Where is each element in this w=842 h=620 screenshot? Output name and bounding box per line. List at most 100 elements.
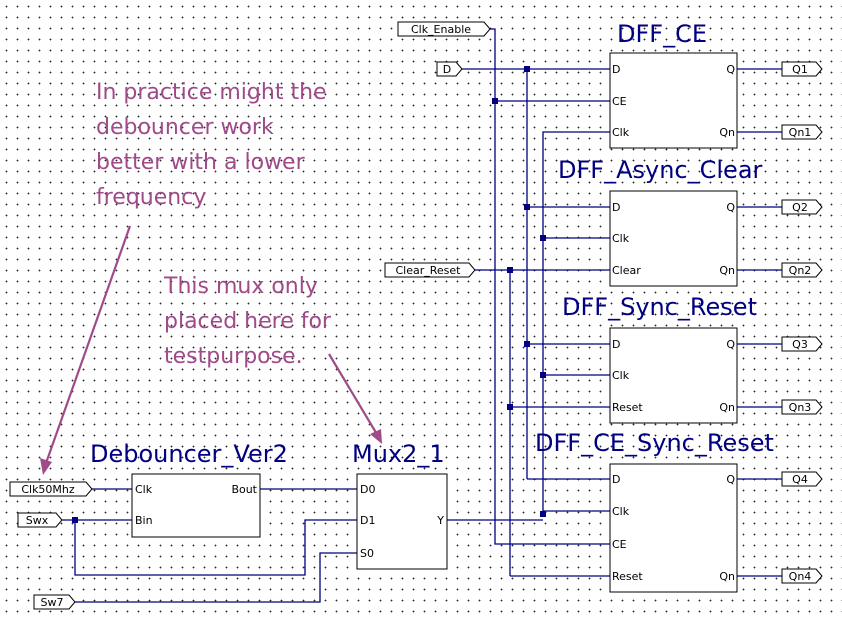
input-port-shape[interactable]: [33, 594, 76, 610]
pin-label: Qn: [719, 264, 735, 277]
output-port-label: Q4: [792, 473, 808, 486]
input-port-shape[interactable]: [384, 262, 476, 278]
block-dff-ce-sync-reset[interactable]: DFF_CE_Sync_Reset D Clk CE Reset Q Qn: [535, 429, 774, 593]
junction-dot: [524, 341, 530, 347]
wire-sw7-to-s0: [75, 552, 357, 603]
junction-dot: [72, 517, 78, 523]
output-port-label: Q3: [792, 338, 808, 351]
input-port-clk50mhz[interactable]: Clk50Mhz: [9, 481, 93, 497]
pin-label: Y: [436, 514, 444, 527]
note-line: placed here for: [164, 309, 332, 334]
arrow-shaft: [328, 353, 379, 437]
input-port-clear-reset[interactable]: Clear_Reset: [384, 262, 476, 278]
output-port-label: Qn3: [789, 401, 812, 414]
output-port-qn2[interactable]: Qn2: [781, 262, 823, 278]
input-port-sw7[interactable]: Sw7: [33, 594, 76, 610]
pin-label: D: [612, 473, 620, 486]
block-mux-body[interactable]: [356, 473, 448, 570]
pin-label: D: [612, 201, 620, 214]
pin-label: Clear: [612, 264, 641, 277]
block-dff-async-clear-title: DFF_Async_Clear: [558, 156, 763, 184]
output-port-shape[interactable]: [781, 199, 823, 215]
output-port-qn4[interactable]: Qn4: [781, 568, 823, 584]
note-line: frequency: [96, 185, 206, 210]
input-port-shape[interactable]: [436, 61, 463, 77]
note-line: In practice might the: [96, 80, 327, 105]
block-dff-async-clear[interactable]: DFF_Async_Clear D Clk Clear Q Qn: [558, 156, 763, 287]
input-port-d[interactable]: D: [436, 61, 463, 77]
note-line: This mux only: [163, 274, 318, 299]
output-port-label: Qn2: [789, 264, 812, 277]
wire-clk-enable: [490, 28, 610, 545]
junction-dot: [540, 372, 546, 378]
pin-label: Q: [726, 201, 735, 214]
pin-label: CE: [612, 538, 627, 551]
pin-label: D: [612, 338, 620, 351]
output-port-shape[interactable]: [781, 568, 823, 584]
input-port-label: Clk50Mhz: [21, 483, 75, 496]
output-port-label: Qn1: [789, 126, 812, 139]
pin-label: D1: [360, 514, 375, 527]
pin-label: Q: [726, 338, 735, 351]
block-dff-ce-sync-reset-body[interactable]: [609, 463, 738, 593]
output-port-q4[interactable]: Q4: [781, 471, 823, 487]
output-port-shape[interactable]: [781, 336, 823, 352]
pin-label: Q: [726, 63, 735, 76]
block-debouncer-body[interactable]: [131, 473, 261, 538]
junctions: [72, 66, 546, 523]
output-port-label: Qn4: [789, 570, 812, 583]
pin-label: D: [612, 63, 620, 76]
block-debouncer[interactable]: Debouncer_Ver2 Clk Bin Bout: [90, 440, 288, 538]
block-dff-sync-reset-body[interactable]: [609, 327, 738, 424]
input-port-swx[interactable]: Swx: [17, 512, 63, 528]
pin-label: Reset: [612, 401, 643, 414]
input-port-shape[interactable]: [17, 512, 63, 528]
pin-label: Qn: [719, 401, 735, 414]
wire-clk-bus: [542, 131, 610, 517]
input-port-shape[interactable]: [397, 21, 491, 37]
block-dff-ce-sync-reset-title: DFF_CE_Sync_Reset: [535, 429, 774, 457]
junction-dot: [540, 511, 546, 517]
pin-label: Clk: [612, 505, 630, 518]
block-dff-ce[interactable]: DFF_CE D CE Clk Q Qn: [609, 20, 738, 149]
output-port-qn1[interactable]: Qn1: [781, 124, 823, 140]
input-port-shape[interactable]: [9, 481, 93, 497]
pin-label: Clk: [612, 126, 630, 139]
note-line: debouncer work: [96, 115, 274, 140]
output-port-qn3[interactable]: Qn3: [781, 399, 823, 415]
junction-dot: [524, 204, 530, 210]
block-debouncer-title: Debouncer_Ver2: [90, 440, 288, 468]
input-port-clk-enable[interactable]: Clk_Enable: [397, 21, 491, 37]
note-line: testpurpose.: [164, 344, 303, 369]
arrowhead-icon: [370, 429, 382, 444]
pin-label: Clk: [612, 369, 630, 382]
output-port-label: Q2: [792, 201, 808, 214]
block-dff-ce-body[interactable]: [609, 52, 738, 149]
input-port-label: Swx: [26, 514, 49, 527]
block-dff-ce-title: DFF_CE: [617, 20, 707, 48]
output-port-q2[interactable]: Q2: [781, 199, 823, 215]
output-port-shape[interactable]: [781, 262, 823, 278]
junction-dot: [540, 235, 546, 241]
output-port-shape[interactable]: [781, 124, 823, 140]
output-port-label: Q1: [792, 63, 808, 76]
wires: [62, 28, 782, 603]
output-port-q1[interactable]: Q1: [781, 61, 823, 77]
block-dff-async-clear-body[interactable]: [609, 190, 738, 287]
input-port-label: Sw7: [41, 596, 64, 609]
block-dff-sync-reset[interactable]: DFF_Sync_Reset D Clk Reset Q Qn: [562, 293, 757, 424]
pin-label: Bin: [135, 514, 153, 527]
block-mux[interactable]: Mux2_1 D0 D1 S0 Y: [352, 440, 448, 570]
junction-dot: [507, 404, 513, 410]
pin-label: D0: [360, 483, 375, 496]
output-port-shape[interactable]: [781, 61, 823, 77]
arrow-shaft: [43, 225, 132, 467]
output-port-q3[interactable]: Q3: [781, 336, 823, 352]
block-dff-sync-reset-title: DFF_Sync_Reset: [562, 293, 757, 321]
junction-dot: [524, 66, 530, 72]
output-port-shape[interactable]: [781, 399, 823, 415]
input-port-label: Clk_Enable: [411, 23, 471, 36]
pin-label: Clk: [612, 232, 630, 245]
pin-label: Reset: [612, 570, 643, 583]
output-port-shape[interactable]: [781, 471, 823, 487]
